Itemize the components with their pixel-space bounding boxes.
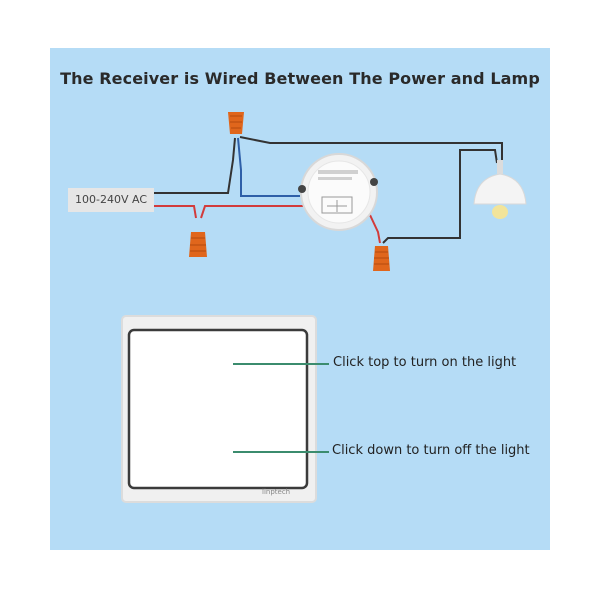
switch-top-label: Click top to turn on the light [333,355,517,370]
switch-bottom-label: Click down to turn off the light [332,443,530,458]
diagram-title: The Receiver is Wired Between The Power … [60,69,540,88]
neutral-wire-to-receiver [200,205,303,219]
wires [154,136,503,244]
wire-connector-icon [373,246,390,271]
wire-connector-icon [228,112,244,134]
receiver-to-bottom-connector [369,214,381,244]
neutral-wire [154,205,197,219]
wall-switch-icon [121,315,317,503]
receiver-module-icon [298,153,378,231]
wire-connector-icon [189,232,207,257]
ceiling-lamp-icon [473,160,527,219]
wire-top-connector-to-lamp [239,136,503,162]
wire-top-connector-to-receiver [237,137,300,197]
power-source-label: 100-240V AC [68,188,154,212]
switch-brand: linptech [262,488,291,496]
bottom-connector-to-lamp [382,149,498,244]
live-wire-to-top-connector [154,137,236,194]
